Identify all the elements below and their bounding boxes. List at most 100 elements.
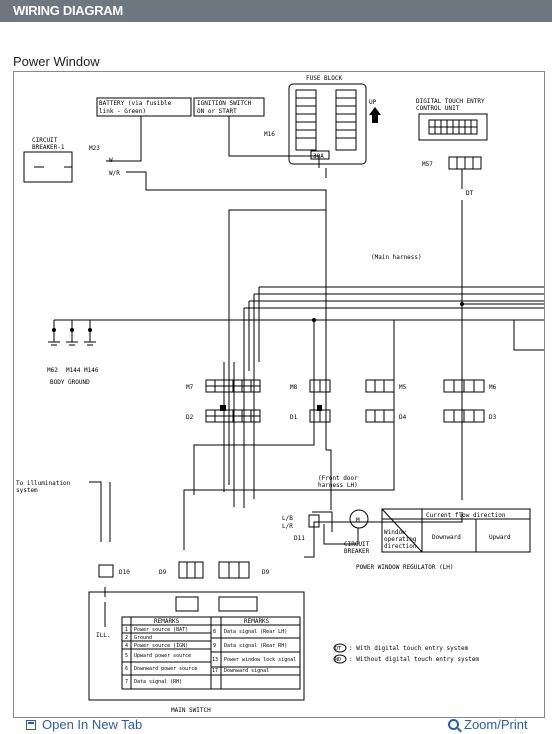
ground-m146: M146: [84, 367, 99, 374]
ignition-switch-label: IGNITION SWITCH: [197, 100, 252, 107]
svg-text:M6: M6: [489, 384, 497, 391]
svg-text:Window: Window: [384, 529, 406, 536]
legend-dt: : With digital touch entry system: [349, 645, 469, 652]
svg-text:D9: D9: [159, 569, 167, 576]
svg-text:DT: DT: [335, 646, 341, 652]
conn-m57: M57: [422, 161, 433, 168]
svg-text:Power source (BAT): Power source (BAT): [134, 627, 188, 633]
circuit-breaker-1-label: CIRCUIT: [32, 137, 58, 144]
circuit-breaker-label: CIRCUIT: [344, 541, 370, 548]
svg-text:2: 2: [125, 635, 128, 641]
fuse-block: [288, 83, 367, 165]
zoom-print-label: Zoom/Print: [464, 717, 528, 732]
svg-text:D3: D3: [489, 414, 497, 421]
up-label: UP: [369, 99, 377, 106]
front-door-harness-label: (Front door: [318, 475, 358, 482]
open-in-new-tab-icon: [26, 719, 36, 730]
dte-label: DIGITAL TOUCH ENTRY: [416, 98, 485, 105]
svg-text:REMARKS: REMARKS: [244, 618, 270, 625]
section-header: WIRING DIAGRAM: [0, 0, 552, 22]
conn-m16: M16: [264, 131, 275, 138]
svg-text:9: 9: [213, 643, 216, 649]
svg-text:D11: D11: [294, 535, 305, 542]
svg-text:17: 17: [212, 668, 218, 674]
svg-text:Upward power source: Upward power source: [134, 653, 191, 659]
svg-text:Downward signal: Downward signal: [224, 668, 269, 674]
digital-touch-entry-unit: [418, 113, 488, 141]
zoom-icon: [448, 719, 459, 730]
svg-text:CONTROL UNIT: CONTROL UNIT: [416, 105, 460, 112]
svg-text:1: 1: [125, 627, 128, 633]
svg-text:6: 6: [125, 666, 128, 672]
connector-m5: [365, 379, 395, 393]
wiring-diagram: BATTERY (via fusible link - Green) IGNIT…: [16, 75, 544, 714]
svg-text:D1: D1: [290, 414, 298, 421]
conn-m23: M23: [89, 145, 100, 152]
svg-text:8: 8: [213, 629, 216, 635]
svg-text:D2: D2: [186, 414, 194, 421]
battery-box: [96, 97, 192, 117]
connector-d9a: [178, 561, 204, 579]
ill-label: ILL.: [96, 632, 110, 639]
svg-text:Upward: Upward: [489, 534, 511, 541]
regulator-label: POWER WINDOW REGULATOR (LH): [356, 564, 454, 571]
open-new-tab-label: Open In New Tab: [42, 717, 143, 732]
svg-text:ON or START: ON or START: [197, 108, 237, 115]
svg-text:M: M: [356, 517, 360, 524]
main-switch-box: [88, 591, 305, 701]
svg-text:Downward: Downward: [432, 534, 461, 541]
current-flow-table: [381, 508, 531, 553]
svg-text:Current flow direction: Current flow direction: [426, 512, 506, 519]
connector-d9b: [218, 561, 250, 579]
svg-text:30A: 30A: [313, 153, 324, 160]
svg-text:ND: ND: [335, 657, 341, 663]
svg-text:M5: M5: [399, 384, 407, 391]
ground-m62: M62: [47, 367, 58, 374]
svg-text:link - Green): link - Green): [99, 108, 146, 115]
svg-text:system: system: [16, 487, 38, 494]
diagram-title: Power Window: [13, 54, 100, 69]
svg-text:REMARKS: REMARKS: [154, 618, 180, 625]
connector-d4: [365, 409, 395, 423]
illumination-label: To illumination: [16, 480, 71, 487]
fuse-30a: [310, 150, 330, 160]
svg-text:harness LH): harness LH): [318, 482, 358, 489]
body-ground-label: BODY GROUND: [50, 379, 90, 386]
svg-text:Ground: Ground: [134, 635, 152, 641]
svg-text:operating: operating: [384, 536, 417, 543]
svg-text:Power window lock signal: Power window lock signal: [224, 657, 296, 663]
wiring-diagram-frame[interactable]: BATTERY (via fusible link - Green) IGNIT…: [13, 71, 545, 718]
fuse-block-label: FUSE BLOCK: [306, 75, 343, 82]
svg-text:L/B: L/B: [282, 515, 293, 522]
svg-text:D10: D10: [119, 569, 130, 576]
up-arrow-icon: [369, 107, 381, 115]
zoom-print-link[interactable]: Zoom/Print: [448, 717, 528, 732]
svg-text:4: 4: [125, 643, 128, 649]
svg-text:Data signal (Rear LH): Data signal (Rear LH): [224, 629, 287, 635]
svg-text:13: 13: [212, 657, 218, 663]
svg-text:M8: M8: [290, 384, 298, 391]
svg-text:M7: M7: [186, 384, 194, 391]
ground-m144: M144: [66, 367, 81, 374]
section-header-title: WIRING DIAGRAM: [13, 3, 123, 18]
svg-text:W: W: [109, 157, 113, 164]
svg-text:Downward power source: Downward power source: [134, 666, 197, 672]
svg-text:7: 7: [125, 679, 128, 685]
svg-text:5: 5: [125, 653, 128, 659]
svg-text:direction: direction: [384, 543, 417, 550]
svg-text:BREAKER-1: BREAKER-1: [32, 144, 65, 151]
svg-text:W/R: W/R: [109, 170, 120, 177]
dt-tag: DT: [466, 190, 474, 197]
legend-nd: : Without digital touch entry system: [349, 656, 479, 663]
main-switch-label: MAIN SWITCH: [171, 707, 211, 714]
main-harness-label: (Main harness): [371, 254, 422, 261]
svg-text:BREAKER: BREAKER: [344, 548, 370, 555]
svg-text:D4: D4: [399, 414, 407, 421]
window-motor-symbol: [349, 509, 369, 529]
svg-text:Data signal (RH): Data signal (RH): [134, 679, 182, 685]
svg-text:Data signal (Rear RH): Data signal (Rear RH): [224, 643, 287, 649]
connector-d10: [98, 564, 114, 578]
svg-text:Power source (IGN): Power source (IGN): [134, 643, 188, 649]
open-new-tab-link[interactable]: Open In New Tab: [26, 717, 142, 732]
svg-text:D9: D9: [262, 569, 270, 576]
